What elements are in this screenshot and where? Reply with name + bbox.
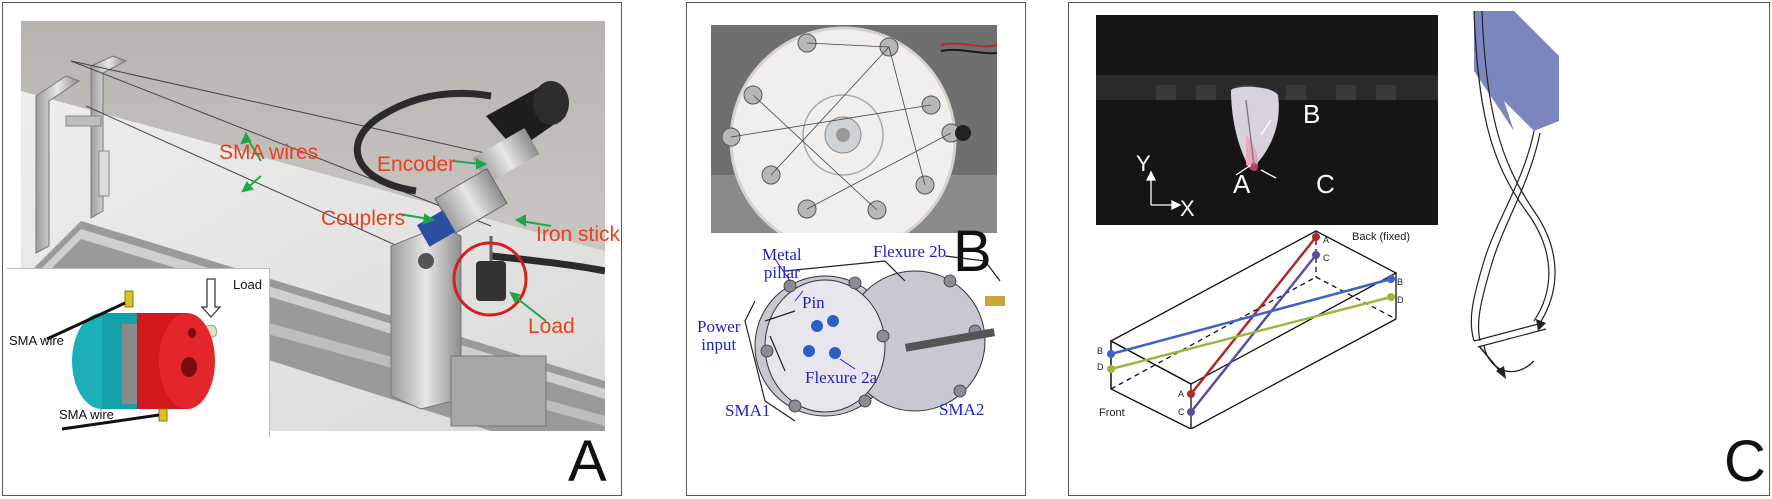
inset-label-sma-wire-top: SMA wire (9, 333, 64, 348)
photo-label-y-axis: Y (1136, 151, 1151, 176)
panel-b: Metal pillar Flexure 2b Pin Power input … (686, 2, 1026, 496)
label-flexure-2a: Flexure 2a (805, 368, 878, 387)
panel-b-photo (711, 25, 997, 233)
inset-coupler-diagram: Load SMA wire SMA wire (7, 268, 270, 437)
label-metal-pillar: Metal pillar (762, 245, 802, 282)
box-label-c-front: C (1178, 407, 1185, 417)
panel-a: SMA wires Encoder Couplers Iron stick Lo… (2, 2, 622, 496)
label-power-input: Power input (697, 317, 741, 354)
inset-label-sma-wire-bottom: SMA wire (59, 407, 114, 422)
box-label-front: Front (1099, 407, 1125, 419)
fixed-plate (1474, 11, 1559, 131)
box-label-d-left: D (1097, 362, 1104, 372)
label-pin: Pin (802, 293, 825, 312)
panel-c-cable-box-diagram (1107, 230, 1398, 429)
label-sma-wires: SMA wires (219, 141, 319, 164)
inset-label-load: Load (233, 277, 262, 292)
photo-label-a: A (1233, 169, 1251, 199)
label-sma1: SMA1 (725, 401, 771, 420)
encoder-body (472, 81, 569, 184)
panel-letter-b: B (953, 219, 992, 284)
box-label-d-right: D (1397, 295, 1404, 305)
inset-drawing (46, 278, 222, 431)
annotation-arrows (240, 131, 552, 322)
box-label-back: Back (fixed) (1352, 231, 1411, 243)
box-label-c-back: C (1323, 253, 1330, 263)
label-encoder: Encoder (377, 153, 456, 176)
photo-label-b: B (1303, 99, 1321, 129)
label-load: Load (528, 315, 575, 338)
box-label-b-left: B (1097, 346, 1104, 356)
panel-c-twisted-flexure (1470, 11, 1559, 379)
load-highlight-circle (452, 241, 528, 317)
label-iron-stick: Iron stick (536, 223, 621, 246)
left-frame (35, 55, 128, 254)
label-couplers: Couplers (321, 207, 406, 230)
panel-letter-c: C (1724, 429, 1766, 494)
panel-c-photo (1096, 15, 1438, 225)
box-label-a-back: A (1323, 235, 1330, 245)
label-sma2: SMA2 (939, 400, 985, 419)
panel-letter-a: A (568, 429, 607, 494)
panel-b-cad-drawing (744, 255, 1005, 422)
photo-label-x-axis: X (1180, 196, 1195, 221)
label-flexure-2b: Flexure 2b (873, 242, 947, 261)
photo-label-c: C (1316, 169, 1335, 199)
panel-c: Y X A B C Back (fixed) Front A C B D B D… (1068, 2, 1770, 496)
box-label-a-front: A (1178, 389, 1185, 399)
box-label-b-right: B (1397, 277, 1404, 287)
